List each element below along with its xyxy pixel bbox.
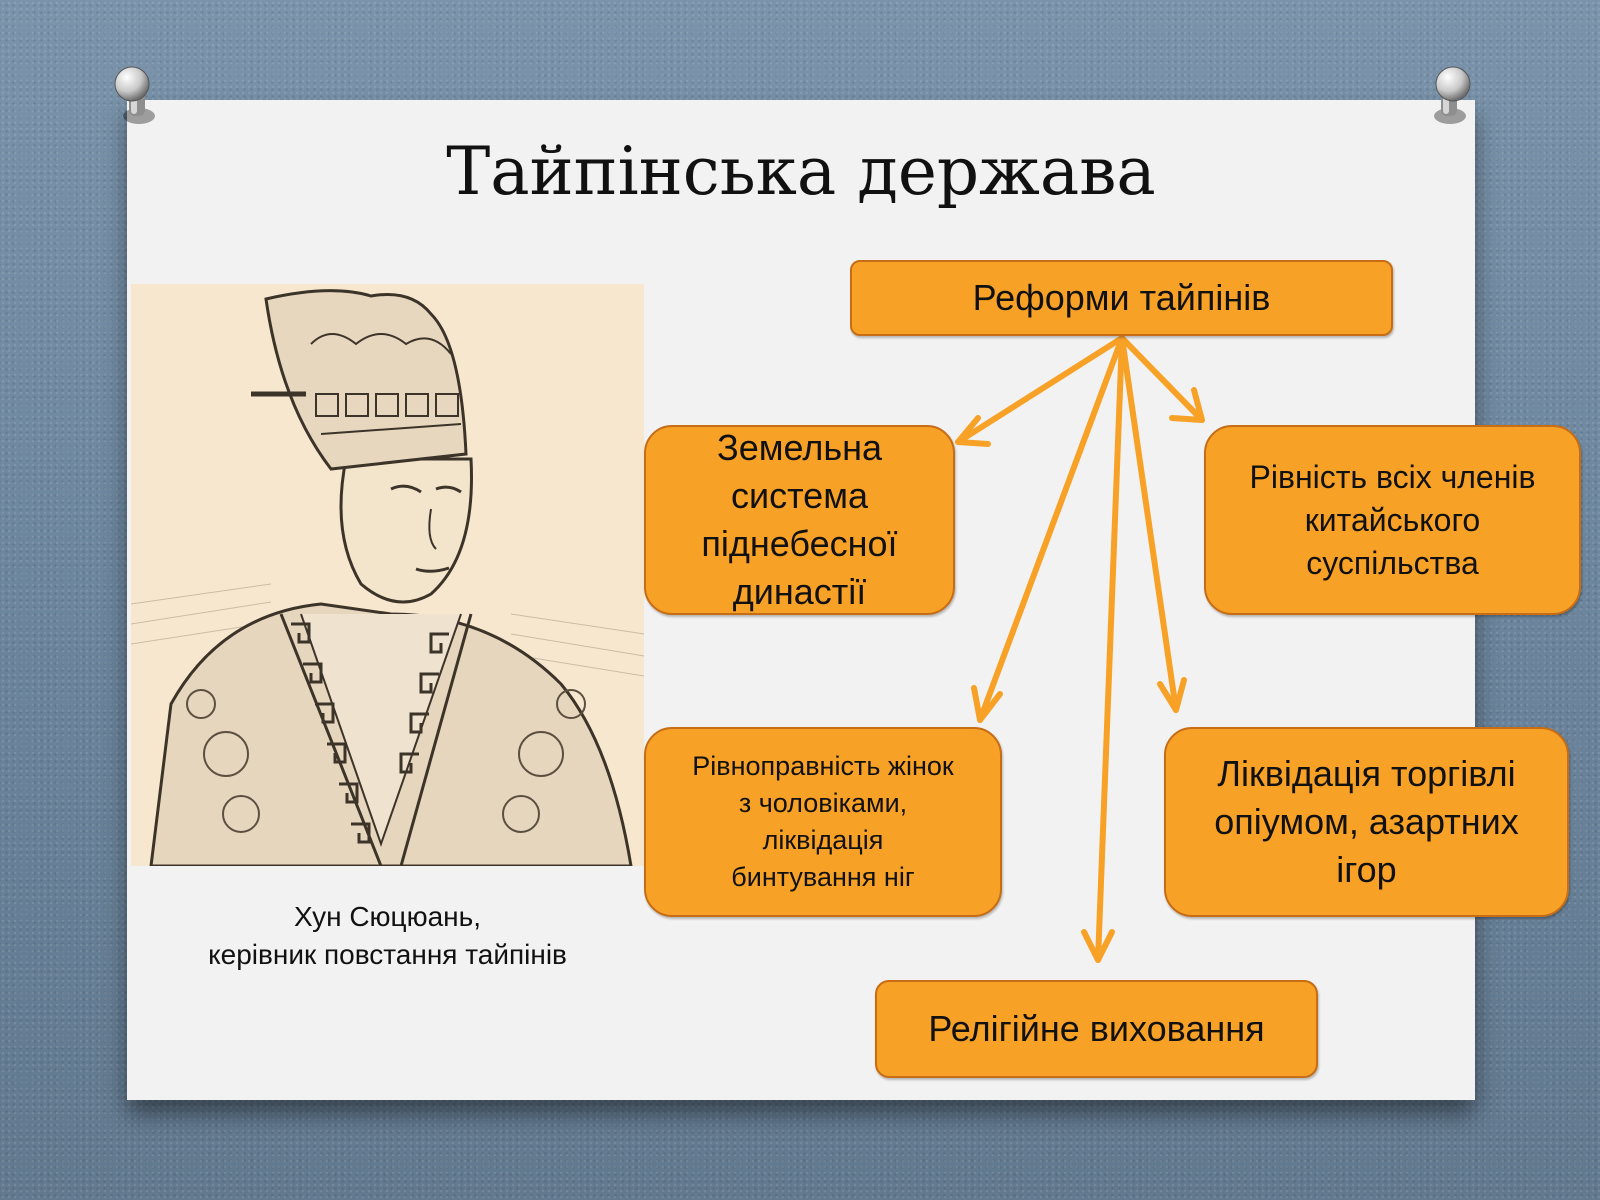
reform-opium-line: опіумом, азартних (1214, 801, 1519, 842)
slide-title: Тайпінська держава (446, 133, 1156, 210)
reform-women-line: бинтування ніг (731, 862, 915, 892)
reform-women-line: з чоловіками, (738, 788, 908, 818)
caption-line-role: керівник повстання тайпінів (208, 939, 567, 970)
portrait-engraving (131, 284, 644, 866)
reform-equality-box: Рівність всіх членів китайського суспіль… (1204, 425, 1581, 615)
reform-land-line: династії (732, 571, 867, 612)
reform-land-line: система (730, 475, 868, 516)
reform-land-line: піднебесної (701, 523, 898, 564)
reform-equality-line: китайського (1304, 501, 1481, 538)
reform-equality-line: Рівність всіх членів (1249, 458, 1536, 495)
reform-religion-box: Релігійне виховання (875, 980, 1318, 1078)
reform-opium-ban-box: Ліквідація торгівлі опіумом, азартних іг… (1164, 727, 1569, 917)
push-pin-right-icon (1434, 66, 1471, 124)
reforms-root-box: Реформи тайпінів (850, 260, 1393, 336)
portrait-caption: Хун Сюцюань, керівник повстання тайпінів (131, 898, 644, 974)
reform-women-line: ліквідація (762, 825, 884, 855)
push-pin-left-icon (114, 66, 155, 124)
reform-women-rights-box: Рівноправність жінок з чоловіками, лікві… (644, 727, 1002, 917)
reform-women-line: Рівноправність жінок (692, 751, 954, 781)
reform-land-system-box: Земельна система піднебесної династії (644, 425, 955, 615)
reform-land-line: Земельна (716, 427, 882, 468)
reform-religion-label: Релігійне виховання (928, 1008, 1265, 1049)
reform-opium-line: Ліквідація торгівлі (1217, 753, 1516, 794)
reform-equality-line: суспільства (1306, 544, 1479, 581)
reforms-root-label: Реформи тайпінів (972, 277, 1271, 318)
reform-opium-line: ігор (1336, 849, 1397, 890)
caption-line-name: Хун Сюцюань, (294, 901, 481, 932)
